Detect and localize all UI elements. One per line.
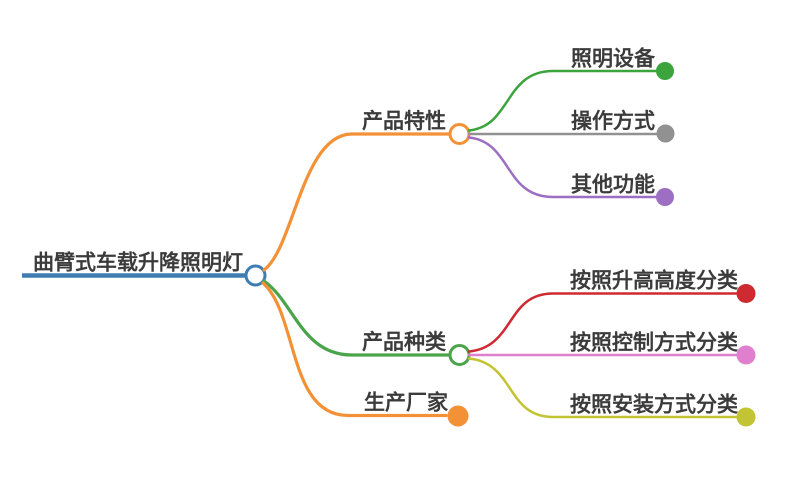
- product-features-label[interactable]: 产品特性: [362, 109, 446, 133]
- classify-by-installation-mode-label[interactable]: 按照安装方式分类: [570, 393, 739, 417]
- product-types-label[interactable]: 产品种类: [362, 330, 447, 354]
- child-node-classify-by-lift-height: 按照升高高度分类: [467, 269, 756, 353]
- branch-node-manufacturers: 生产厂家: [261, 281, 469, 427]
- edge-to-classify-by-lift-height: [467, 292, 738, 353]
- root-collapse-circle[interactable]: [244, 264, 267, 287]
- product-types-collapse-circle[interactable]: [448, 344, 471, 366]
- lighting-equipment-anchor-dot[interactable]: [656, 62, 674, 80]
- classify-by-lift-height-anchor-dot[interactable]: [736, 284, 756, 303]
- branch-node-product-features: 产品特性: [262, 109, 471, 272]
- other-functions-anchor-dot[interactable]: [656, 188, 674, 206]
- child-node-classify-by-installation-mode: 按照安装方式分类: [467, 357, 756, 427]
- root-label[interactable]: 曲臂式车载升降照明灯: [33, 251, 243, 275]
- edge-to-other-functions: [467, 136, 658, 199]
- operation-mode-anchor-dot[interactable]: [656, 124, 675, 143]
- child-node-operation-mode: 操作方式: [467, 109, 675, 143]
- classify-by-lift-height-label[interactable]: 按照升高高度分类: [570, 269, 739, 293]
- edge-to-classify-by-installation-mode: [467, 357, 738, 419]
- edge-root-to-product-types: [262, 279, 452, 357]
- classify-by-installation-mode-anchor-dot[interactable]: [736, 407, 756, 427]
- other-functions-label[interactable]: 其他功能: [571, 173, 655, 197]
- edge-to-lighting-equipment: [467, 69, 658, 132]
- root-node: 曲臂式车载升降照明灯: [22, 251, 267, 287]
- product-features-collapse-circle[interactable]: [448, 123, 471, 145]
- child-node-other-functions: 其他功能: [467, 136, 674, 206]
- classify-by-control-mode-label[interactable]: 按照控制方式分类: [570, 331, 739, 355]
- child-node-classify-by-control-mode: 按照控制方式分类: [467, 331, 756, 365]
- child-node-lighting-equipment: 照明设备: [467, 47, 674, 132]
- lighting-equipment-label[interactable]: 照明设备: [571, 47, 656, 71]
- branch-node-product-types: 产品种类: [262, 279, 471, 366]
- manufacturers-anchor-dot[interactable]: [447, 405, 469, 427]
- classify-by-control-mode-anchor-dot[interactable]: [736, 345, 756, 365]
- operation-mode-label[interactable]: 操作方式: [571, 109, 655, 133]
- edge-root-to-product-features: [262, 132, 452, 272]
- manufacturers-label[interactable]: 生产厂家: [364, 391, 449, 415]
- edge-root-to-manufacturers: [261, 281, 448, 418]
